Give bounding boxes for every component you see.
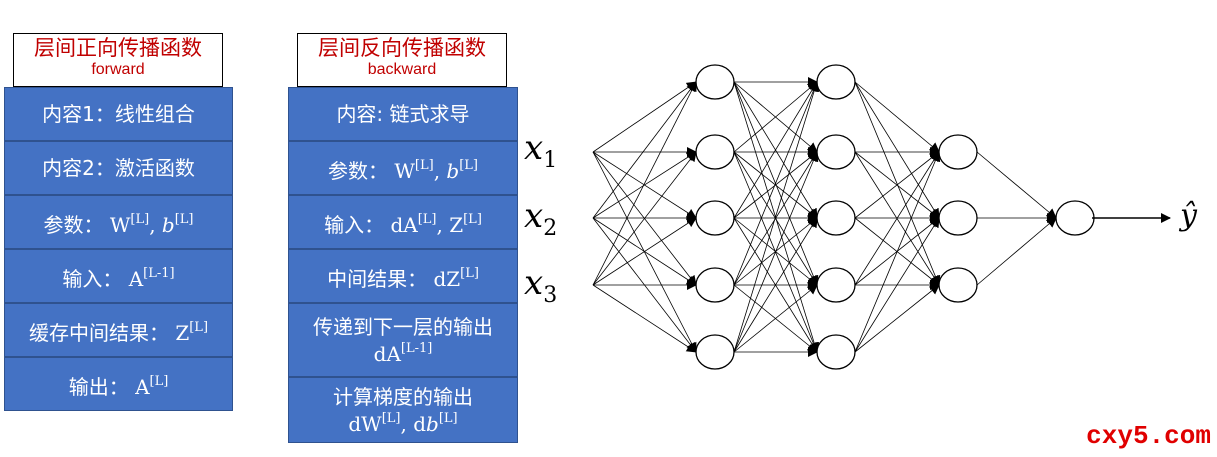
neuron <box>695 134 735 170</box>
row-label: 中间结果： dZ[L] <box>327 265 479 291</box>
hidden-edge <box>854 151 940 286</box>
neuron <box>816 134 856 170</box>
backward-title-box: 层间反向传播函数 backward <box>297 33 507 87</box>
hidden-edge <box>854 81 940 153</box>
row-label: 输入： dA[L], Z[L] <box>324 211 482 237</box>
hidden-edge <box>733 151 818 286</box>
neuron <box>938 200 978 236</box>
forward-stack-row: 缓存中间结果： Z[L] <box>4 303 233 357</box>
row-math: dA[L-1] <box>373 340 433 366</box>
row-math: dW[L], db[L] <box>348 410 458 436</box>
input-x2-label: x2 <box>524 196 558 241</box>
input-x1-label: x1 <box>524 128 558 173</box>
input-edge <box>592 81 697 286</box>
row-label: 内容1：线性组合 <box>42 102 195 126</box>
input-edge <box>592 81 697 153</box>
hidden-edge <box>733 151 819 353</box>
forward-stack-row: 内容2：激活函数 <box>4 141 233 195</box>
neuron <box>695 200 735 236</box>
forward-title-box: 层间正向传播函数 forward <box>13 33 223 87</box>
backward-title-zh: 层间反向传播函数 <box>318 36 486 60</box>
forward-title-en: forward <box>91 61 145 78</box>
hidden-edge <box>854 151 941 353</box>
neuron <box>695 334 735 370</box>
hidden-edge <box>976 217 1057 286</box>
backward-stack-row: 参数： W[L], b[L] <box>288 141 518 195</box>
input-edge <box>592 217 697 286</box>
forward-stack-row: 参数： W[L], b[L] <box>4 195 233 249</box>
hidden-edge <box>854 151 940 219</box>
input-edge <box>592 81 697 219</box>
row-label: 参数： W[L], b[L] <box>327 157 478 183</box>
input-edge <box>592 151 697 219</box>
row-label: 传递到下一层的输出 <box>313 314 493 339</box>
backward-stack: 内容: 链式求导参数： W[L], b[L] 输入： dA[L], Z[L] 中间结… <box>288 87 518 443</box>
forward-stack-row: 内容1：线性组合 <box>4 87 233 141</box>
neuron <box>816 334 856 370</box>
forward-stack: 内容1：线性组合内容2：激活函数参数： W[L], b[L] 输入： A[L-1]… <box>4 87 233 411</box>
forward-stack-row: 输入： A[L-1] <box>4 249 233 303</box>
neuron <box>816 64 856 100</box>
hidden-edge <box>733 81 818 219</box>
backward-stack-row: 内容: 链式求导 <box>288 87 518 141</box>
input-edge <box>592 284 697 353</box>
watermark: cxy5.com <box>1086 421 1211 451</box>
forward-stack-row: 输出： A[L] <box>4 357 233 411</box>
neuron <box>695 64 735 100</box>
neuron <box>816 200 856 236</box>
input-x3-label: x3 <box>524 263 558 308</box>
hidden-edge <box>854 81 940 219</box>
hidden-edge <box>854 217 940 353</box>
backward-stack-row: 输入： dA[L], Z[L] <box>288 195 518 249</box>
hidden-edge <box>733 284 818 353</box>
hidden-edge <box>733 81 819 286</box>
row-label: 输出： A[L] <box>68 373 169 399</box>
row-label: 参数： W[L], b[L] <box>43 211 194 237</box>
forward-title-zh: 层间正向传播函数 <box>34 36 202 60</box>
hidden-edge <box>733 151 818 219</box>
neuron <box>938 134 978 170</box>
backward-title-en: backward <box>367 61 437 78</box>
hidden-edge <box>733 217 818 353</box>
row-label: 计算梯度的输出 <box>333 384 473 409</box>
input-edge <box>592 151 697 353</box>
row-label: 内容2：激活函数 <box>42 156 195 180</box>
row-label: 输入： A[L-1] <box>62 265 175 291</box>
hidden-edge <box>854 81 941 286</box>
row-label: 内容: 链式求导 <box>336 102 470 126</box>
neuron <box>695 267 735 303</box>
hidden-edge <box>976 151 1057 219</box>
neuron <box>816 267 856 303</box>
hidden-edge <box>854 284 940 353</box>
neuron <box>938 267 978 303</box>
hidden-edge <box>733 81 818 153</box>
row-label: 缓存中间结果： Z[L] <box>28 319 209 345</box>
hidden-edge <box>733 81 820 353</box>
output-neuron <box>1055 200 1095 236</box>
output-yhat-label: ŷ <box>1180 198 1197 233</box>
input-edge <box>592 151 697 286</box>
backward-stack-row: 中间结果： dZ[L] <box>288 249 518 303</box>
